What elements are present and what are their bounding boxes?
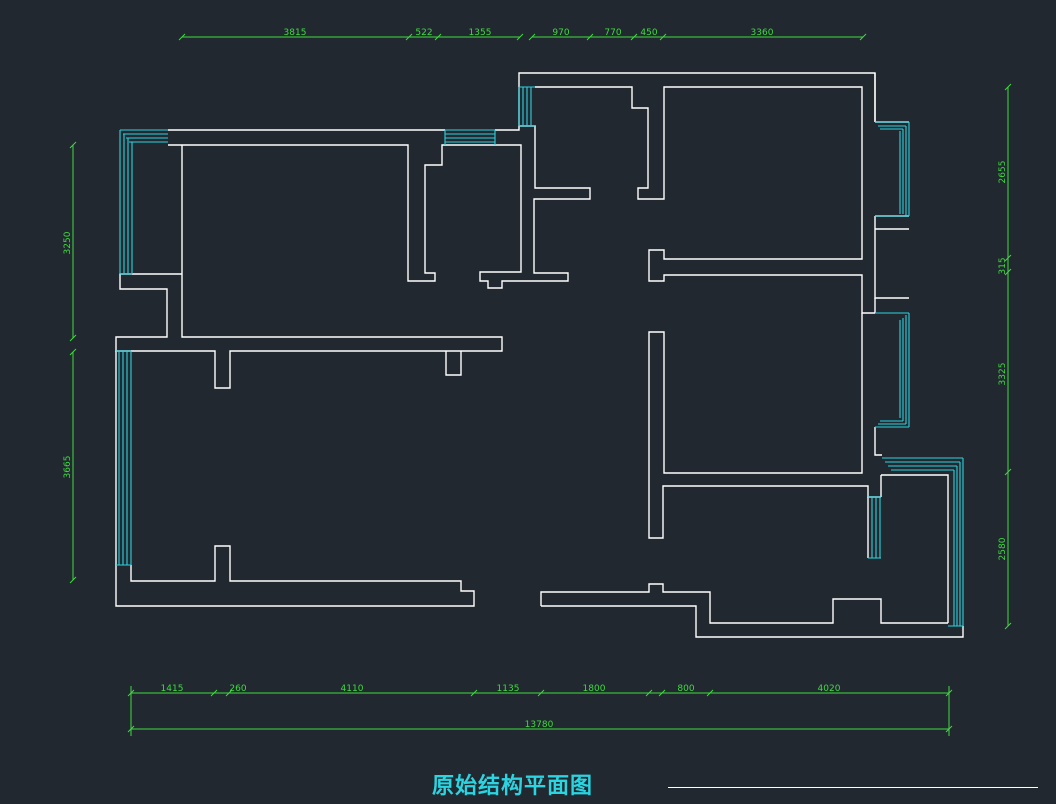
dim-tick-bottom-8 xyxy=(945,689,953,697)
dim-tick-left-0 xyxy=(69,141,77,149)
living-room-west-wall xyxy=(168,125,591,289)
dim-tick-top-1 xyxy=(405,33,413,41)
dim-bottom-1: 1415 xyxy=(161,684,184,694)
window-east-bedroom-1 xyxy=(875,121,910,217)
dim-top-2: 522 xyxy=(415,28,432,38)
dim-left-2: 3665 xyxy=(63,456,73,479)
south-east-room-walls xyxy=(867,474,949,623)
dimension-labels: 3815 522 1355 970 770 450 3360 3250 3665… xyxy=(63,28,1008,730)
dim-top-4: 970 xyxy=(552,28,569,38)
title-underline xyxy=(668,787,1038,788)
dim-tick-right-3 xyxy=(1004,468,1012,476)
dim-bottom-4: 1135 xyxy=(497,684,520,694)
dim-tick-left-3 xyxy=(69,576,77,584)
dim-right-4: 2580 xyxy=(998,537,1008,560)
dim-bottom-total: 13780 xyxy=(525,720,554,730)
dim-tick-bottom-5 xyxy=(645,689,653,697)
dim-top-5: 770 xyxy=(604,28,621,38)
dim-tick-top-6 xyxy=(630,33,638,41)
north-room-walls xyxy=(535,86,875,314)
dim-bottom-3: 4110 xyxy=(341,684,364,694)
dim-tick-right-4 xyxy=(1004,622,1012,630)
dim-tick-left-1 xyxy=(69,334,77,342)
dim-tick-bottom-6 xyxy=(658,689,666,697)
dim-bottom-5: 1800 xyxy=(583,684,606,694)
walls xyxy=(115,72,964,638)
dim-tick-right-1 xyxy=(1004,254,1012,262)
dim-tick-total-0 xyxy=(127,725,135,733)
dimension-lines xyxy=(69,33,1012,736)
dim-tick-bottom-0 xyxy=(127,689,135,697)
dim-tick-top-5 xyxy=(586,33,594,41)
window-north-west-corner xyxy=(119,129,168,275)
dim-tick-bottom-3 xyxy=(470,689,478,697)
window-north-kitchen xyxy=(518,86,535,127)
west-block-walls xyxy=(115,145,503,389)
dim-top-3: 1355 xyxy=(469,28,492,38)
east-rooms-walls xyxy=(648,298,882,539)
dim-bottom-6: 800 xyxy=(677,684,694,694)
dim-tick-bottom-7 xyxy=(706,689,714,697)
dim-tick-right-0 xyxy=(1004,83,1012,91)
dim-top-1: 3815 xyxy=(284,28,307,38)
dim-tick-total-1 xyxy=(945,725,953,733)
dim-tick-bottom-2 xyxy=(225,689,233,697)
south-west-walls xyxy=(115,351,475,607)
window-south-east-corner xyxy=(882,457,964,627)
dim-tick-top-0 xyxy=(178,33,186,41)
dim-tick-bottom-1 xyxy=(210,689,218,697)
dim-tick-top-3 xyxy=(516,33,524,41)
dim-tick-right-2 xyxy=(1004,268,1012,276)
dim-bottom-7: 4020 xyxy=(818,684,841,694)
east-outline xyxy=(874,73,909,217)
windows xyxy=(116,86,964,627)
dim-tick-top-4 xyxy=(528,33,536,41)
dim-top-6: 450 xyxy=(640,28,657,38)
dim-left-1: 3250 xyxy=(63,231,73,254)
dim-right-3: 3325 xyxy=(998,363,1008,386)
dim-tick-top-2 xyxy=(434,33,442,41)
outer-wall-north-west xyxy=(168,72,909,299)
south-east-walls xyxy=(540,583,964,638)
window-south-east-small xyxy=(868,496,881,559)
window-north-living xyxy=(444,129,496,145)
window-east-bedroom-2 xyxy=(875,312,910,428)
dim-right-2: 315 xyxy=(998,257,1008,274)
dim-tick-bottom-4 xyxy=(537,689,545,697)
window-west-living xyxy=(116,350,132,566)
dim-top-7: 3360 xyxy=(751,28,774,38)
dim-tick-left-2 xyxy=(69,348,77,356)
dim-bottom-2: 260 xyxy=(229,684,246,694)
dim-tick-top-7 xyxy=(659,33,667,41)
drawing-title: 原始结构平面图 xyxy=(432,774,594,799)
dim-tick-top-8 xyxy=(859,33,867,41)
dim-right-1: 2655 xyxy=(998,161,1008,184)
